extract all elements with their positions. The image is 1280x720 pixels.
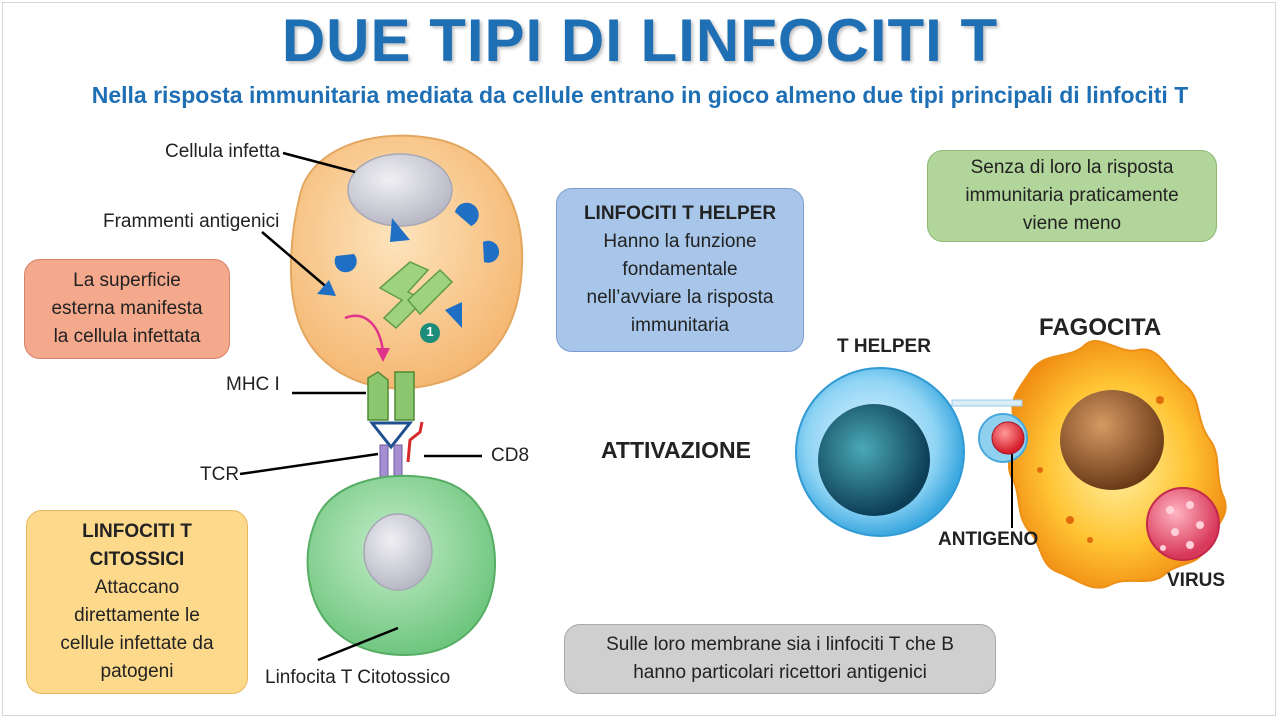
mhc-receptor	[367, 371, 415, 450]
label-virus: VIRUS	[1167, 570, 1226, 591]
box-membrane-line: hanno particolari ricettori antigenici	[633, 662, 927, 683]
box-citossici: LINFOCITI T CITOSSICI Attaccano direttam…	[26, 510, 248, 694]
helper-connector	[951, 399, 1023, 407]
box-superficie-line: la cellula infettata	[53, 326, 201, 347]
leader-frammenti	[261, 231, 331, 291]
label-cellula-infetta: Cellula infetta	[165, 141, 281, 162]
leader-tcr	[239, 452, 379, 476]
box-citossici-line: Attaccano	[94, 577, 180, 598]
label-fagocita: FAGOCITA	[1039, 314, 1162, 341]
box-helper-line: Hanno la funzione	[603, 231, 757, 252]
box-citossici-heading: LINFOCITI T	[82, 521, 192, 542]
helper-cell	[795, 367, 965, 537]
box-citossici-line: patogeni	[100, 661, 174, 682]
label-t-helper: T HELPER	[837, 336, 931, 357]
antigen-particle	[978, 413, 1028, 463]
box-helper-heading: LINFOCITI T HELPER	[583, 203, 777, 224]
box-senza: Senza di loro la risposta immunitaria pr…	[927, 150, 1217, 242]
label-antigeno: ANTIGENO	[938, 529, 1039, 550]
box-helper-line: immunitaria	[630, 315, 730, 336]
leader-cellula	[282, 151, 356, 174]
label-linfocita: Linfocita T Citotossico	[265, 667, 451, 688]
infected-cell	[290, 134, 524, 390]
label-cd8: CD8	[491, 445, 530, 466]
box-helper-line: nell’avviare la risposta	[586, 287, 774, 308]
virus-particle	[1146, 487, 1220, 561]
box-helper-line: fondamentale	[622, 259, 738, 280]
tcr-receptor	[379, 444, 403, 478]
box-senza-line: Senza di loro la risposta	[970, 157, 1174, 178]
box-helper: LINFOCITI T HELPER Hanno la funzione fon…	[556, 188, 804, 352]
slide-title: DUE TIPI DI LINFOCITI T	[281, 7, 999, 74]
box-senza-line: immunitaria praticamente	[965, 185, 1179, 206]
label-attivazione: ATTIVAZIONE	[601, 437, 751, 463]
box-membrane-line: Sulle loro membrane sia i linfociti T ch…	[606, 634, 954, 655]
label-tcr: TCR	[200, 464, 240, 485]
box-superficie-line: La superficie	[73, 270, 181, 291]
box-superficie-line: esterna manifesta	[51, 298, 203, 319]
box-citossici-line: direttamente le	[74, 605, 200, 626]
leader-linfocita	[317, 626, 399, 662]
cytotoxic-cell	[306, 474, 496, 657]
marker-circle	[420, 323, 440, 343]
slide-subtitle: Nella risposta immunitaria mediata da ce…	[91, 82, 1189, 108]
cd8-receptor	[406, 421, 424, 463]
box-citossici-heading: CITOSSICI	[89, 549, 185, 570]
label-frammenti: Frammenti antigenici	[103, 211, 280, 232]
box-membrane: Sulle loro membrane sia i linfociti T ch…	[564, 624, 996, 694]
box-senza-line: viene meno	[1022, 213, 1122, 234]
marker-number: 1	[426, 324, 434, 339]
box-citossici-line: cellule infettate da	[60, 633, 214, 654]
label-mhc: MHC I	[226, 374, 280, 395]
box-superficie: La superficie esterna manifesta la cellu…	[24, 259, 230, 359]
